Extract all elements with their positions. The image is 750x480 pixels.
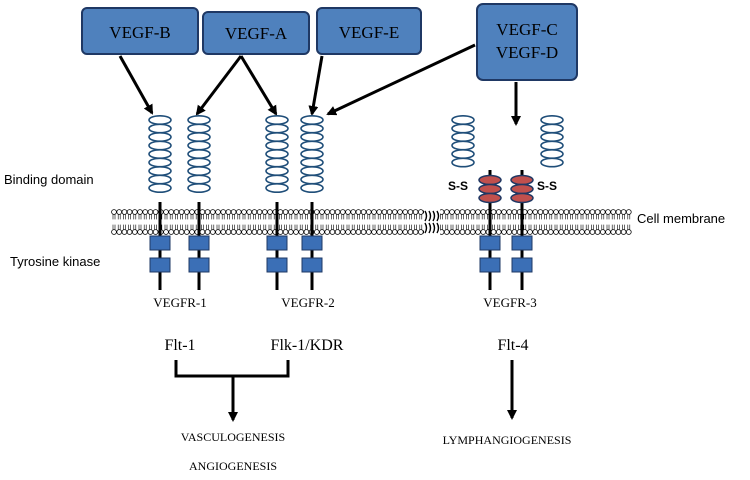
vegfr3-disulfide-domains: S-S S-S	[448, 170, 557, 210]
binding-domain-coil	[540, 115, 564, 126]
binding-domain-coil	[148, 174, 172, 185]
binding-domain-coil	[148, 183, 172, 194]
binding-domain-coil	[148, 157, 172, 168]
binding-domain-coil	[300, 140, 324, 151]
disulfide-label-left: S-S	[448, 179, 468, 193]
binding-domain-coil	[187, 149, 211, 160]
ligand-vegf-e-box: VEGF-E	[316, 7, 422, 55]
alias-flt1-label: Flt-1	[164, 337, 195, 354]
alias-flt4-label: Flt-4	[497, 337, 528, 354]
outcome-angiogenesis: ANGIOGENESIS	[189, 459, 277, 473]
binding-domain-coil	[187, 140, 211, 151]
cell-membrane-label: Cell membrane	[637, 211, 725, 226]
outcome-lymphangiogenesis: LYMPHANGIOGENESIS	[443, 433, 572, 447]
binding-domain-coil	[540, 140, 564, 151]
ligand-vegf-b-label: VEGF-B	[109, 23, 170, 42]
arrow-vegf-b	[118, 55, 154, 115]
disulfide-label-right: S-S	[537, 179, 557, 193]
binding-domain-coil	[148, 166, 172, 177]
receptor-stalks	[158, 202, 524, 290]
binding-domain-coil	[540, 157, 564, 168]
arrow-vegf-e	[308, 55, 324, 116]
receptor-vegfr2-label: VEGFR-2	[281, 295, 334, 310]
binding-domain-coil	[148, 132, 172, 143]
binding-domain-coil	[187, 123, 211, 134]
binding-domain-coil	[265, 115, 289, 126]
binding-domain-coil	[265, 140, 289, 151]
ligand-arrows	[118, 43, 521, 126]
binding-domain-coil	[451, 140, 475, 151]
bracket-flt1-flk1	[174, 360, 290, 378]
binding-domain-coil	[451, 149, 475, 160]
binding-domain-coil	[187, 115, 211, 126]
alias-flk1-label: Flk-1/KDR	[271, 337, 344, 354]
binding-domain-coil	[265, 149, 289, 160]
ligand-vegf-e-label: VEGF-E	[339, 23, 399, 42]
ligand-vegf-b-box: VEGF-B	[81, 7, 199, 55]
tyrosine-kinase-label: Tyrosine kinase	[10, 254, 100, 269]
binding-domain-label: Binding domain	[4, 172, 94, 187]
binding-domain-coil	[300, 166, 324, 177]
ligand-vegf-a-box: VEGF-A	[202, 11, 310, 55]
ligand-vegf-a-label: VEGF-A	[225, 24, 288, 43]
arrow-vegf-c-d-to-r2	[326, 43, 476, 116]
binding-domain-coil	[300, 183, 324, 194]
binding-domain-coil	[265, 174, 289, 185]
ligand-vegf-c-d-box: VEGF-C VEGF-D	[476, 3, 578, 81]
ligand-vegf-d-label: VEGF-D	[496, 43, 558, 62]
binding-domain-coil	[540, 123, 564, 134]
arrow-vegf-a-to-r1	[195, 55, 243, 116]
binding-domain-coil	[451, 115, 475, 126]
receptor-vegfr1-label: VEGFR-1	[153, 295, 206, 310]
binding-domain-coil	[300, 149, 324, 160]
outcome-vasculogenesis: VASCULOGENESIS	[181, 430, 285, 444]
binding-domain-coil	[300, 115, 324, 126]
binding-domain-coil	[265, 132, 289, 143]
binding-domain-coil	[265, 157, 289, 168]
binding-domain-coil	[187, 132, 211, 143]
binding-domain-coil	[451, 157, 475, 168]
binding-domain-coil	[265, 183, 289, 194]
binding-domain-coil	[148, 149, 172, 160]
binding-domain-coil	[187, 166, 211, 177]
binding-domain-coil	[300, 132, 324, 143]
outcome-connectors	[174, 360, 517, 422]
binding-domain-coil	[148, 123, 172, 134]
binding-domain-coil	[300, 174, 324, 185]
ligand-vegf-c-label: VEGF-C	[496, 20, 557, 39]
binding-domain-coil	[451, 123, 475, 134]
binding-domain-coil	[265, 166, 289, 177]
binding-domain-coil	[300, 157, 324, 168]
receptor-vegfr3-label: VEGFR-3	[483, 295, 536, 310]
binding-domain-coil	[187, 183, 211, 194]
binding-domain-coil	[187, 157, 211, 168]
binding-domain-coil	[300, 123, 324, 134]
tyrosine-kinase-domains	[149, 235, 533, 273]
binding-domain-coil	[540, 132, 564, 143]
binding-domain-coil	[451, 132, 475, 143]
binding-domain-coil	[148, 140, 172, 151]
binding-domain-coils	[148, 115, 564, 194]
binding-domain-coil	[187, 174, 211, 185]
arrow-vegf-a-to-r2	[239, 55, 278, 116]
binding-domain-coil	[148, 115, 172, 126]
binding-domain-coil	[540, 149, 564, 160]
binding-domain-coil	[265, 123, 289, 134]
cell-membrane	[111, 209, 632, 235]
